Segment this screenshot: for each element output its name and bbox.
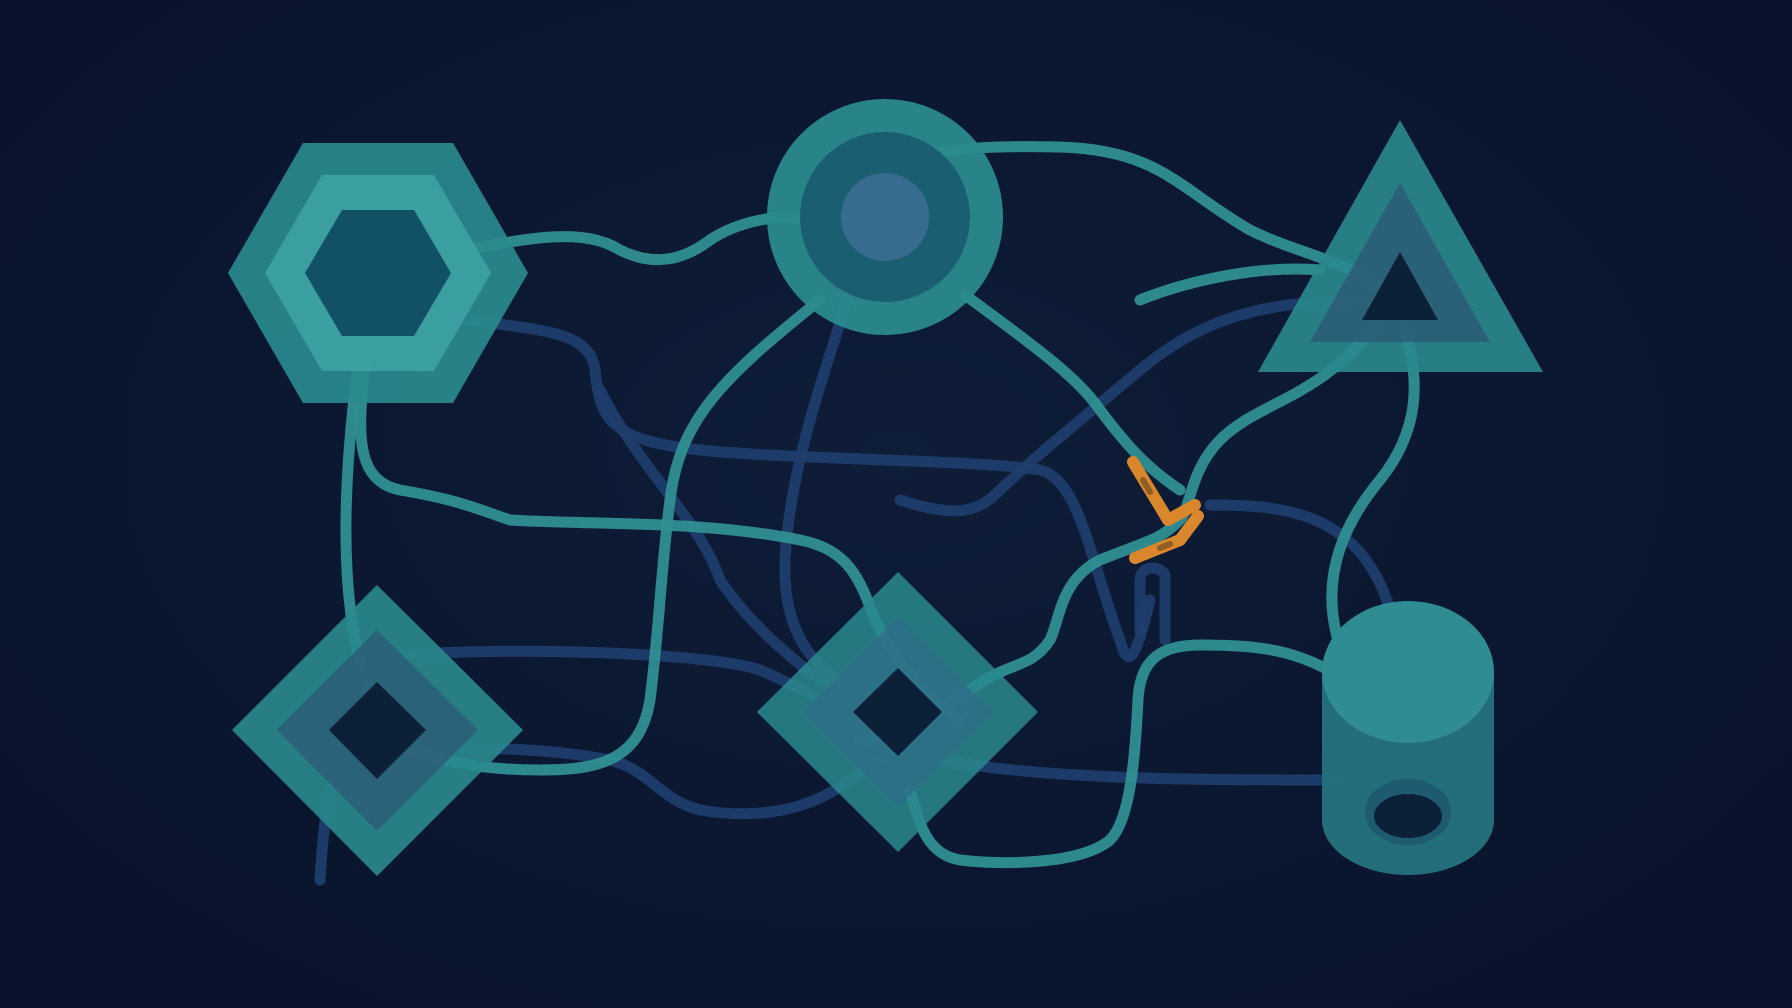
- connector-teal: [904, 639, 1351, 869]
- connector-teal: [1326, 324, 1420, 666]
- diamond-node-icon: [757, 572, 1038, 852]
- connector-navy: [444, 312, 1156, 662]
- connector-teal: [394, 294, 826, 776]
- connector-navy: [1134, 562, 1171, 646]
- circle-node-icon: [767, 99, 1003, 335]
- diamond-node-icon: [232, 585, 523, 876]
- connector-navy: [894, 294, 1376, 517]
- hexagon-node-icon: [228, 143, 528, 403]
- database-cylinder-icon: [1322, 601, 1494, 875]
- connector-teal: [434, 211, 806, 266]
- connector-teal: [1134, 263, 1326, 306]
- connector-teal: [959, 289, 1186, 496]
- connector-navy: [1204, 499, 1396, 616]
- chevron-arrow-icon: [1127, 456, 1204, 564]
- triangle-node-icon: [1258, 120, 1543, 372]
